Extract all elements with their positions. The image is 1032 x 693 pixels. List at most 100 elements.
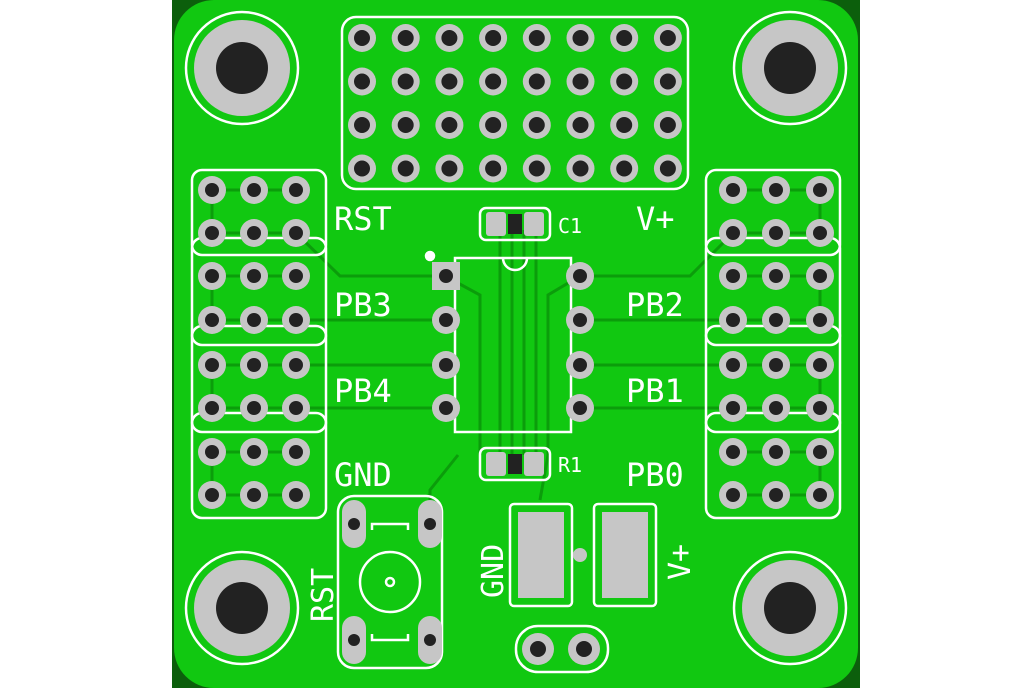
left-header-r6-c2-hole <box>289 445 303 459</box>
left-header-r5-c0-hole <box>205 401 219 415</box>
grid-r0-c5-hole <box>572 30 589 46</box>
mount-2-hole <box>216 582 268 634</box>
silk-gnd-pad-outline <box>508 502 574 608</box>
silk-r1-outline <box>478 446 552 482</box>
r1-pad-b <box>524 452 544 476</box>
left-header-r0-c1-hole <box>247 183 261 197</box>
right-header-r3-c0-hole <box>726 313 740 327</box>
ic-pin1-hole <box>439 269 453 283</box>
silk-left-header-0 <box>190 168 328 257</box>
label-pb0: PB0 <box>626 456 684 494</box>
right-header-r6-c1-hole <box>769 445 783 459</box>
grid-r0-c2-hole <box>441 30 458 46</box>
button-hole-3 <box>424 634 436 646</box>
left-header-r2-c2-hole <box>289 269 303 283</box>
button-hole-2 <box>348 634 360 646</box>
right-header-r1-c2-hole <box>813 226 827 240</box>
mount-3-hole <box>764 582 816 634</box>
trace-24 <box>294 231 445 278</box>
label-r1: R1 <box>558 453 582 477</box>
grid-r2-c0-hole <box>354 117 370 133</box>
grid-r3-c0-hole <box>354 160 370 177</box>
right-header-r0-c2-hole <box>813 183 827 197</box>
right-header-r2-c0-hole <box>726 269 740 283</box>
right-header-r4-c0-hole <box>726 358 740 372</box>
grid-r1-c0-hole <box>354 73 370 90</box>
left-header-r1-c2-hole <box>289 226 303 240</box>
ic-right-pin-3-hole <box>573 358 587 372</box>
left-header-r4-c1-hole <box>247 358 261 372</box>
r1-body <box>508 454 522 474</box>
label-pb2: PB2 <box>626 286 684 324</box>
grid-r1-c6-hole <box>616 73 633 90</box>
grid-r2-c2-hole <box>441 117 458 133</box>
label-gnd-left: GND <box>334 456 392 494</box>
grid-r1-c2-hole <box>441 73 458 90</box>
silk-power-header-outline <box>514 624 610 674</box>
silk-pin1-dot <box>424 250 436 262</box>
c1-pad-a <box>486 212 506 236</box>
grid-r0-c3-hole <box>485 30 502 46</box>
right-header-r1-c0-hole <box>726 226 740 240</box>
left-header-r6-c1-hole <box>247 445 261 459</box>
right-header-r0-c0-hole <box>726 183 740 197</box>
grid-r2-c6-hole <box>616 117 633 133</box>
label-gnd-power: GND <box>476 544 511 598</box>
grid-r3-c2-hole <box>441 160 458 177</box>
right-header-r5-c2-hole <box>813 401 827 415</box>
right-header-r6-c0-hole <box>726 445 740 459</box>
mount-1-hole <box>764 42 816 94</box>
silk-button-center <box>384 576 396 588</box>
right-header-r4-c2-hole <box>813 358 827 372</box>
grid-r2-c1-hole <box>397 117 414 133</box>
left-header-r4-c0-hole <box>205 358 219 372</box>
silk-button-brackets <box>370 522 410 642</box>
grid-r2-c7-hole <box>659 117 676 133</box>
c1-pad-b <box>524 212 544 236</box>
left-header-r2-c1-hole <box>247 269 261 283</box>
left-header-r1-c0-hole <box>205 226 219 240</box>
vplus-power-pad <box>602 512 648 598</box>
right-header-r7-c1-hole <box>769 488 783 502</box>
right-header-r4-c1-hole <box>769 358 783 372</box>
label-rst-top: RST <box>334 200 392 238</box>
ic-left-pin-4-hole <box>439 401 453 415</box>
left-header-r3-c1-hole <box>247 313 261 327</box>
button-hole-0 <box>348 518 360 530</box>
right-header-r5-c1-hole <box>769 401 783 415</box>
grid-r2-c3-hole <box>485 117 502 133</box>
label-c1: C1 <box>558 214 582 238</box>
grid-r2-c5-hole <box>572 117 589 133</box>
grid-r1-c3-hole <box>485 73 502 90</box>
right-header-r1-c1-hole <box>769 226 783 240</box>
r1-pad-a <box>486 452 506 476</box>
power-header-pin-2-hole <box>576 641 592 657</box>
grid-r0-c0-hole <box>354 30 370 46</box>
grid-r3-c1-hole <box>397 160 414 177</box>
silk-mount-ring-0 <box>184 10 300 126</box>
button-hole-1 <box>424 518 436 530</box>
right-header-r6-c2-hole <box>813 445 827 459</box>
trace-39 <box>538 454 550 501</box>
ic-right-pin-4-hole <box>573 401 587 415</box>
grid-r0-c7-hole <box>659 30 676 46</box>
silk-ic-notch <box>501 257 529 272</box>
silk-mount-ring-2 <box>184 550 300 666</box>
silk-vplus-pad-outline <box>592 502 658 608</box>
right-header-r0-c1-hole <box>769 183 783 197</box>
label-vplus-top: V+ <box>636 200 675 238</box>
grid-r3-c3-hole <box>485 160 502 177</box>
silkscreen-outlines <box>184 10 848 674</box>
grid-r0-c1-hole <box>397 30 414 46</box>
right-header-r7-c2-hole <box>813 488 827 502</box>
grid-r3-c4-hole <box>528 160 545 177</box>
silk-button-circle <box>358 550 422 614</box>
right-header-r3-c2-hole <box>813 313 827 327</box>
right-header-r2-c2-hole <box>813 269 827 283</box>
grid-r3-c7-hole <box>659 160 676 177</box>
silk-right-header-0 <box>704 168 842 257</box>
pads <box>194 20 838 665</box>
silk-mount-ring-1 <box>732 10 848 126</box>
left-header-r3-c0-hole <box>205 313 219 327</box>
